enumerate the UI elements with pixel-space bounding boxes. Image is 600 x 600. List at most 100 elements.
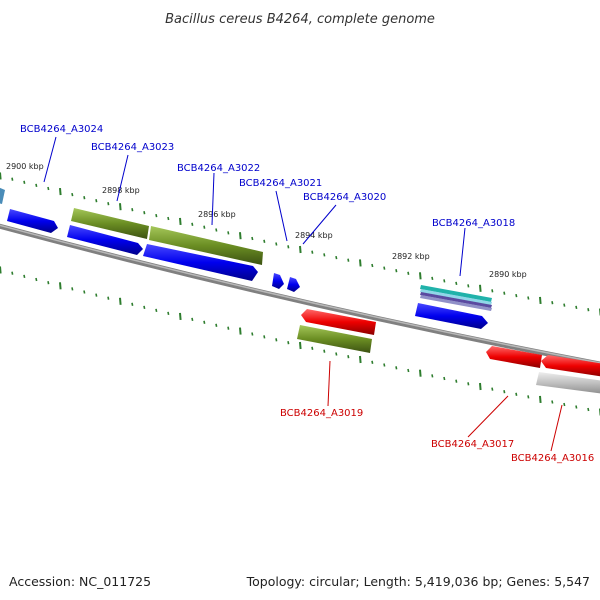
locus-label-A3021[interactable]: BCB4264_A3021 [239,178,322,189]
scale-tick-upper-17 [203,225,206,229]
scale-tick-lower-38 [455,379,458,383]
gene-olive-3[interactable] [297,325,372,353]
gene-olive-1[interactable] [71,208,149,239]
locus-label-A3019[interactable]: BCB4264_A3019 [280,408,363,419]
scale-tick-lower-11 [131,302,134,306]
scale-tick-upper-3 [35,183,38,188]
scale-tick-lower-44 [527,395,530,399]
accession-text: Accession: NC_011725 [9,574,152,589]
locus-label-A3023[interactable]: BCB4264_A3023 [91,142,174,153]
topology-text: Topology: circular; Length: 5,419,036 bp… [246,574,590,589]
gene-reverse-1[interactable] [301,309,376,335]
scale-tick-lower-23 [275,338,278,342]
scale-labels: 2900 kbp 2898 kbp 2896 kbp 2894 kbp 2892… [6,162,527,279]
map-title: Bacillus cereus B4264, complete genome [165,12,435,27]
scale-tick-upper-48 [575,305,578,310]
locus-label-A3024[interactable]: BCB4264_A3024 [20,124,103,135]
locus-label-A3020[interactable]: BCB4264_A3020 [303,192,386,203]
forward-locus-tags: BCB4264_A3024 BCB4264_A3023 BCB4264_A302… [20,124,515,277]
scale-tick-upper-0 [0,172,2,180]
scale-tick-upper-37 [443,279,446,283]
gene-partial-teal[interactable] [0,187,5,204]
scale-tick-lower-18 [215,323,218,327]
scale-tick-upper-41 [491,289,494,293]
scale-label-2894: 2894 kbp [295,231,333,240]
gene-forward-1[interactable] [7,209,58,233]
gene-olive-2[interactable] [149,226,263,265]
gene-forward-small-2[interactable] [287,277,300,292]
scale-tick-lower-10 [119,297,122,305]
scale-tick-upper-18 [215,228,218,232]
gene-grey-1[interactable] [536,372,600,394]
scale-tick-upper-35 [419,272,422,280]
scale-tick-upper-12 [143,211,146,215]
gene-forward-4[interactable] [415,303,488,329]
scale-tick-lower-8 [95,293,98,297]
gene-forward-2[interactable] [67,225,143,255]
scale-tick-upper-1 [11,177,14,181]
locus-label-A3016[interactable]: BCB4264_A3016 [511,453,594,464]
scale-tick-upper-40 [479,284,482,292]
scale-tick-lower-46 [551,400,554,404]
scale-tick-lower-20 [239,327,242,335]
scale-tick-upper-28 [335,255,338,260]
scale-tick-lower-39 [467,382,470,386]
scale-tick-upper-11 [131,208,134,212]
scale-tick-lower-4 [47,281,50,285]
scale-tick-upper-19 [227,231,230,235]
scale-tick-lower-2 [23,274,26,279]
locus-label-A3022[interactable]: BCB4264_A3022 [177,163,260,174]
scale-tick-lower-45 [539,395,542,403]
scale-tick-upper-33 [395,269,398,273]
scale-tick-lower-29 [347,355,350,359]
scale-tick-lower-26 [311,346,314,350]
scale-tick-upper-31 [371,263,374,268]
scale-tick-lower-31 [371,360,374,364]
scale-tick-upper-4 [47,186,50,191]
scale-tick-lower-16 [191,317,194,322]
scale-tick-lower-32 [383,363,386,367]
scale-ticks-lower [0,266,600,416]
scale-tick-upper-47 [563,303,566,307]
locus-label-A3018[interactable]: BCB4264_A3018 [432,218,515,229]
scale-tick-upper-7 [83,196,86,200]
scale-tick-lower-40 [479,382,482,391]
gene-teal-stack[interactable] [420,285,492,311]
scale-tick-upper-27 [323,253,326,257]
gene-reverse-2[interactable] [486,346,542,368]
scale-tick-upper-24 [287,245,290,249]
scale-tick-lower-21 [251,332,254,336]
scale-tick-lower-30 [359,355,362,364]
gene-forward-small-1[interactable] [272,273,284,289]
gene-forward-3[interactable] [143,244,258,281]
scale-tick-upper-49 [587,308,590,312]
scale-tick-lower-17 [203,320,206,324]
scale-label-2900: 2900 kbp [6,162,44,171]
scale-tick-lower-49 [587,407,590,412]
scale-tick-lower-9 [107,296,110,300]
scale-tick-upper-10 [119,203,122,211]
scale-tick-lower-5 [59,282,62,290]
scale-tick-lower-41 [491,387,494,391]
scale-tick-upper-30 [359,259,362,267]
scale-tick-lower-7 [83,290,86,294]
locus-label-A3017[interactable]: BCB4264_A3017 [431,439,514,450]
scale-tick-upper-5 [59,188,62,196]
scale-tick-upper-14 [167,216,170,221]
gene-reverse-3[interactable] [541,355,600,377]
scale-label-2898: 2898 kbp [102,186,140,195]
scale-tick-upper-44 [527,296,530,300]
scale-tick-upper-34 [407,271,410,275]
forward-strand-genes [0,187,492,329]
scale-tick-lower-12 [143,305,146,310]
scale-tick-lower-35 [419,369,422,377]
genome-backbone [0,223,600,367]
scale-tick-upper-39 [467,284,470,288]
scale-tick-lower-0 [0,266,2,274]
scale-tick-upper-21 [251,236,254,241]
scale-tick-upper-8 [95,199,98,203]
scale-tick-upper-32 [383,266,386,270]
scale-tick-upper-20 [239,232,242,240]
scale-tick-upper-15 [179,217,182,225]
scale-tick-upper-13 [155,213,158,218]
